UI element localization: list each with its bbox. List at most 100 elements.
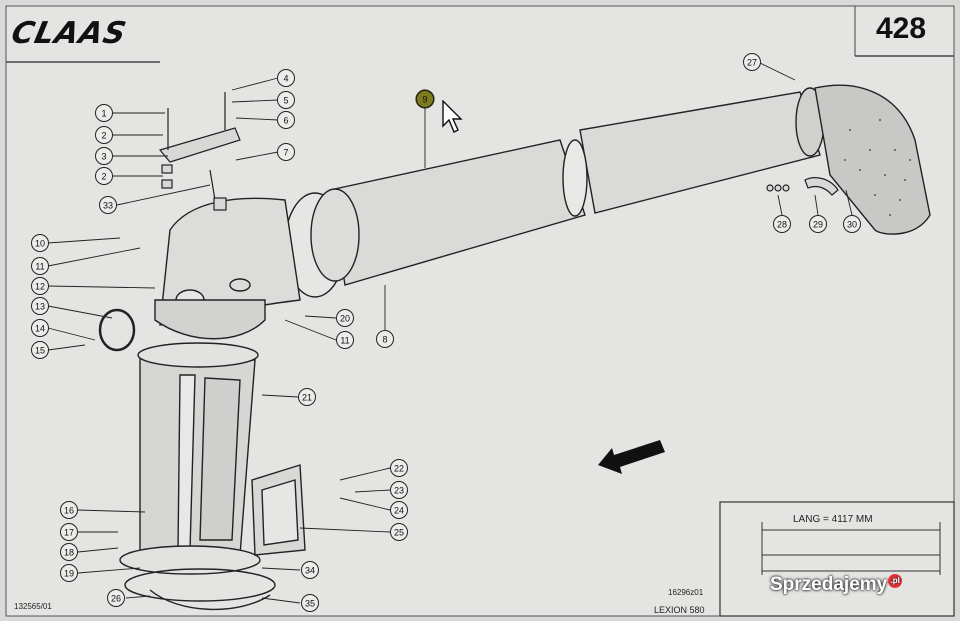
callout-circle	[376, 330, 394, 348]
length-inset	[719, 501, 955, 617]
callout-number: 20	[340, 314, 350, 324]
top-bracket	[158, 92, 241, 211]
callout-number: 34	[305, 566, 315, 576]
hatch-plate	[251, 464, 306, 556]
model-label: LEXION 580	[654, 605, 705, 615]
callout-circle	[336, 309, 354, 327]
callout-14: 14	[31, 319, 49, 337]
callout-circle	[390, 523, 408, 541]
callout-circle	[99, 196, 117, 214]
callout-30: 30	[843, 215, 861, 233]
callout-number: 22	[394, 464, 404, 474]
callout-circle	[60, 501, 78, 519]
callout-10: 10	[31, 234, 49, 252]
lower-column	[119, 342, 276, 611]
callout-number: 2	[101, 172, 106, 182]
callout-number: 24	[394, 506, 404, 516]
clamp-hardware	[766, 177, 839, 196]
callout-circle	[277, 143, 295, 161]
callout-29: 29	[809, 215, 827, 233]
callout-number: 26	[111, 594, 121, 604]
callout-circle	[95, 167, 113, 185]
length-label: LANG = 4117 MM	[793, 514, 873, 525]
elbow-assembly	[154, 188, 360, 340]
callout-8: 8	[376, 330, 394, 348]
callout-circle	[298, 388, 316, 406]
callout-circle	[95, 147, 113, 165]
callout-number: 2	[101, 131, 106, 141]
callout-circle	[60, 543, 78, 561]
callout-circle	[809, 215, 827, 233]
callout-circle	[95, 104, 113, 122]
callout-25: 25	[390, 523, 408, 541]
callout-21: 21	[298, 388, 316, 406]
callout-number: 27	[747, 58, 757, 68]
callout-number: 29	[813, 220, 823, 230]
footer-left-code: 132565/01	[14, 602, 52, 611]
callout-number: 17	[64, 528, 74, 538]
callout-number: 23	[394, 486, 404, 496]
callout-7: 7	[277, 143, 295, 161]
callout-33: 33	[99, 196, 117, 214]
callout-circle	[31, 257, 49, 275]
page-number: 428	[876, 12, 927, 45]
callout-circle	[843, 215, 861, 233]
spout-tip-texture	[844, 119, 911, 216]
watermark-text: Sprzedajemy	[770, 574, 888, 595]
mouse-pointer-icon	[442, 100, 463, 133]
callout-circle	[60, 564, 78, 582]
seal-ring	[98, 308, 136, 352]
callout-number: 18	[64, 548, 74, 558]
callout-circle	[31, 319, 49, 337]
callout-15: 15	[31, 341, 49, 359]
callout-circle	[31, 234, 49, 252]
callout-circle	[390, 459, 408, 477]
callout-number: 5	[283, 96, 288, 106]
callout-27: 27	[743, 53, 761, 71]
callout-20: 20	[336, 309, 354, 327]
callout-circle	[301, 594, 319, 612]
callout-number: 11	[340, 336, 349, 346]
callout-2: 2	[95, 167, 113, 185]
callout-number: 15	[35, 346, 45, 356]
callout-number: 33	[103, 201, 113, 211]
callout-circle	[277, 111, 295, 129]
callout-number: 30	[847, 220, 857, 230]
watermark: Sprzedajemy.pl	[770, 574, 903, 596]
callout-22: 22	[390, 459, 408, 477]
callout-16: 16	[60, 501, 78, 519]
callout-24: 24	[390, 501, 408, 519]
callout-circle	[31, 297, 49, 315]
callout-circle	[416, 90, 434, 108]
direction-arrow	[598, 440, 665, 474]
callout-11: 11	[336, 331, 354, 349]
callout-number: 35	[305, 599, 315, 609]
callout-circle	[390, 501, 408, 519]
callout-number: 11	[35, 262, 44, 272]
callout-28: 28	[773, 215, 791, 233]
callout-circle	[31, 341, 49, 359]
callout-circle	[301, 561, 319, 579]
callout-number: 6	[283, 116, 288, 126]
callout-13: 13	[31, 297, 49, 315]
callout-number: 16	[64, 506, 74, 516]
callout-number: 10	[35, 239, 45, 249]
callout-circle	[107, 589, 125, 607]
callout-5: 5	[277, 91, 295, 109]
callout-number: 7	[283, 148, 288, 158]
callout-34: 34	[301, 561, 319, 579]
callout-9: 9	[416, 90, 434, 108]
callout-23: 23	[390, 481, 408, 499]
callout-circle	[60, 523, 78, 541]
callout-26: 26	[107, 589, 125, 607]
callout-number: 9	[422, 95, 427, 105]
callout-number: 14	[35, 324, 45, 334]
leader-lines	[47, 61, 853, 604]
callout-number: 28	[777, 220, 787, 230]
callout-18: 18	[60, 543, 78, 561]
callout-4: 4	[277, 69, 295, 87]
callout-number: 12	[35, 282, 45, 292]
callout-number: 25	[394, 528, 404, 538]
